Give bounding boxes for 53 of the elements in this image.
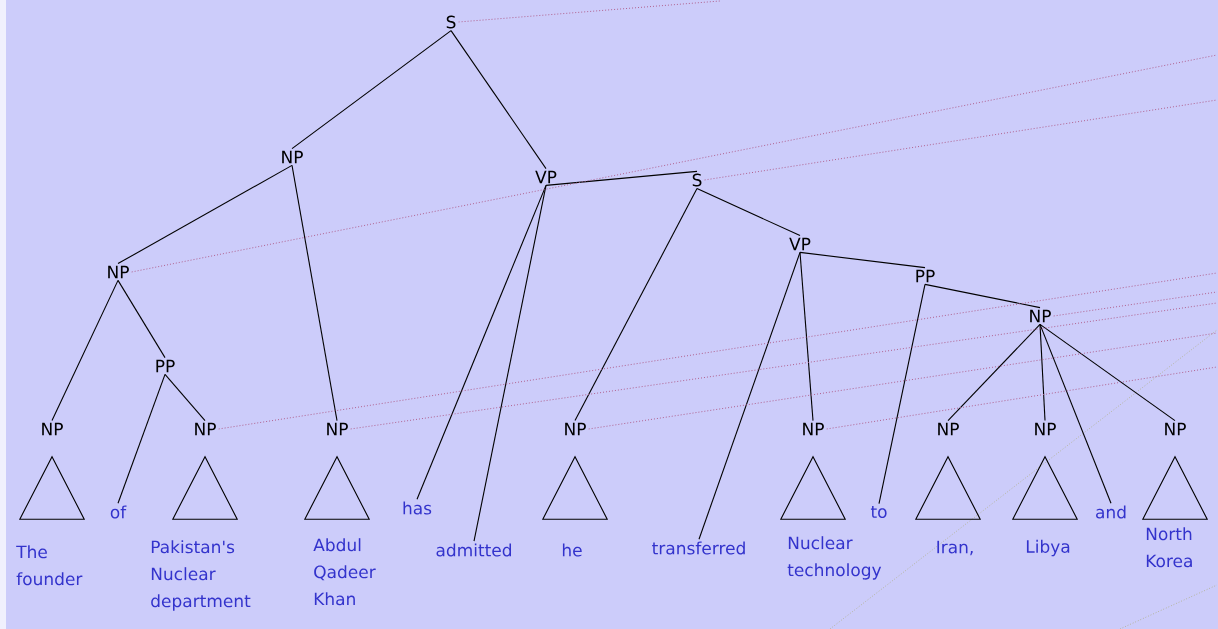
word-label: transferred xyxy=(652,541,745,555)
category-label: NP xyxy=(282,150,303,164)
category-label: NP xyxy=(42,422,63,436)
word-label: The founder xyxy=(16,545,83,586)
tree-branch xyxy=(416,184,547,500)
word-label: Libya xyxy=(1026,539,1070,557)
word-label: Nuclear technology xyxy=(787,536,882,580)
tree-branch xyxy=(51,279,119,422)
tree-branch xyxy=(696,188,801,237)
category-label: PP xyxy=(156,359,175,373)
tree-branch xyxy=(450,30,547,170)
tree-branch xyxy=(117,279,166,359)
category-label: NP xyxy=(1035,422,1056,436)
category-label: NP xyxy=(565,422,586,436)
word-label: Abdul Qadeer Khan xyxy=(313,538,376,606)
tree-branch xyxy=(473,184,547,542)
category-label: S xyxy=(446,15,456,29)
category-label: NP xyxy=(938,422,959,436)
tree-branch xyxy=(698,251,801,540)
word-label: Iran, xyxy=(937,540,973,556)
tree-branch xyxy=(799,251,814,422)
tree-branch xyxy=(291,30,452,150)
tree-branch xyxy=(574,188,698,422)
category-label: VP xyxy=(789,237,811,251)
category-label: NP xyxy=(327,422,348,436)
word-label: he xyxy=(562,543,582,557)
category-label: NP xyxy=(195,422,216,436)
category-label: NP xyxy=(803,422,824,436)
word-label: and xyxy=(1096,505,1126,519)
tree-branch xyxy=(799,251,926,269)
word-label: North Korea xyxy=(1146,527,1192,568)
category-label: S xyxy=(692,173,702,187)
tree-branch xyxy=(878,283,926,505)
category-label: PP xyxy=(916,269,935,283)
tree-branch xyxy=(117,164,293,265)
tree-branch xyxy=(947,323,1041,422)
tree-branch xyxy=(164,373,206,422)
category-label: NP xyxy=(108,265,129,279)
tree-branch xyxy=(1039,323,1112,504)
tree-branch xyxy=(1039,323,1176,422)
category-label: NP xyxy=(1030,309,1051,323)
tree-branch xyxy=(291,164,338,422)
tree-branch xyxy=(117,373,166,504)
word-label: to xyxy=(870,505,887,519)
word-label: Pakistan's Nuclear department xyxy=(151,540,251,611)
category-label: NP xyxy=(1165,422,1186,436)
tree-branch xyxy=(545,170,698,186)
word-label: admitted xyxy=(436,543,511,557)
tree-branch xyxy=(924,283,1041,309)
category-label: VP xyxy=(535,170,557,184)
word-label: of xyxy=(110,505,127,519)
word-label: has xyxy=(403,501,432,515)
tree-branch xyxy=(1039,323,1046,422)
